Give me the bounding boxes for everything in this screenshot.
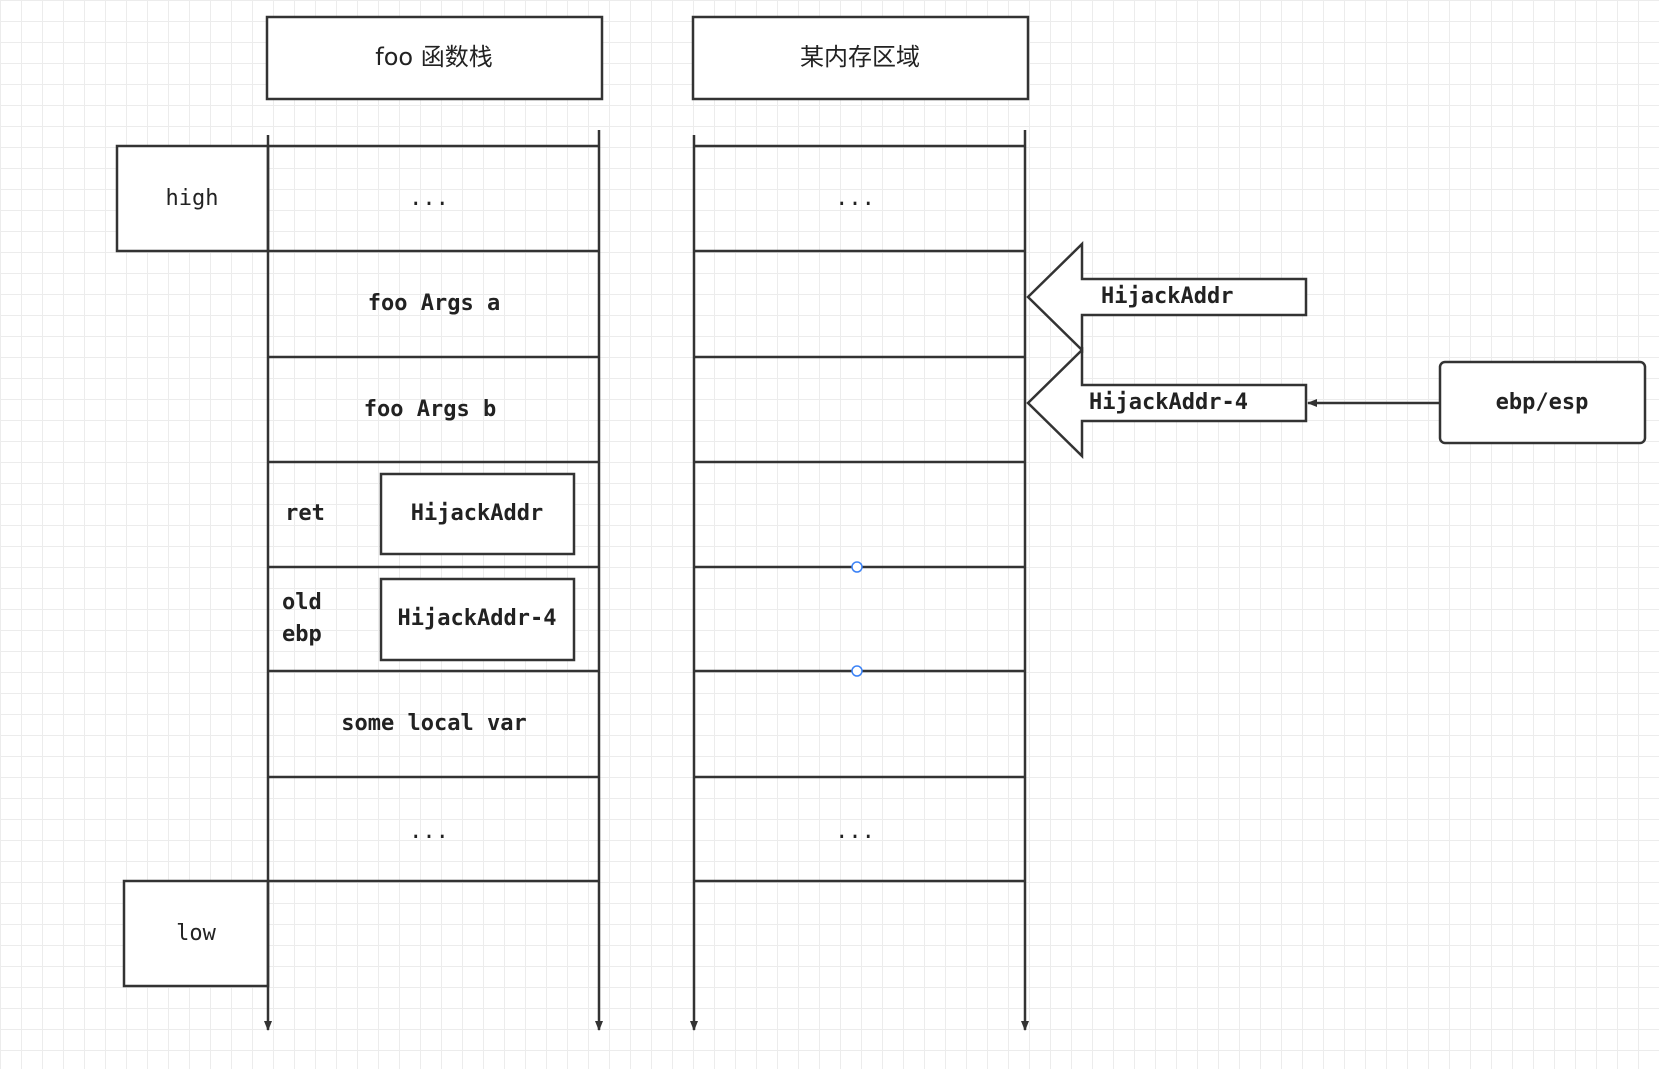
svg-text:low: low [176, 921, 216, 946]
connection-handle[interactable] [851, 561, 863, 573]
svg-text:HijackAddr-4: HijackAddr-4 [1089, 390, 1248, 415]
pointer-arrow-hijack-addr-minus-4: HijackAddr-4 [1026, 347, 1308, 459]
foo-stack-cell-bottom-ellipsis: ... [409, 819, 449, 844]
low-address-label: low [122, 879, 270, 988]
foo-stack-cell-top-ellipsis: ... [409, 186, 449, 211]
svg-text:HijackAddr-4: HijackAddr-4 [398, 606, 557, 631]
foo-stack-header: foo 函数栈 [265, 15, 604, 101]
memory-region-axes [690, 130, 1029, 1031]
pointer-arrow-hijack-addr: HijackAddr [1026, 241, 1308, 353]
old-ebp-label-line1: old [282, 590, 322, 615]
svg-text:foo 函数栈: foo 函数栈 [375, 43, 492, 71]
foo-stack-cell-args-b: foo Args b [364, 397, 496, 422]
svg-text:HijackAddr: HijackAddr [1101, 284, 1233, 309]
svg-text:high: high [166, 186, 219, 211]
svg-text:某内存区域: 某内存区域 [800, 43, 920, 71]
ret-value-box: HijackAddr [379, 472, 576, 556]
old-ebp-value-box: HijackAddr-4 [379, 577, 576, 662]
foo-stack-cell-args-a: foo Args a [368, 291, 500, 316]
memory-region-header: 某内存区域 [691, 15, 1030, 101]
high-address-label: high [115, 144, 270, 253]
foo-stack-row-separators [268, 144, 599, 883]
foo-stack-cell-local-var: some local var [341, 711, 526, 736]
ebp-esp-register-box: ebp/esp [1438, 360, 1647, 445]
old-ebp-label-line2: ebp [282, 622, 322, 647]
svg-text:HijackAddr: HijackAddr [411, 501, 543, 526]
memory-region-row-separators [694, 144, 1025, 883]
memory-region-cell-bottom-ellipsis: ... [835, 819, 875, 844]
svg-text:ebp/esp: ebp/esp [1496, 390, 1589, 415]
memory-region-cell-top-ellipsis: ... [835, 186, 875, 211]
connection-handle[interactable] [851, 665, 863, 677]
ret-label: ret [285, 501, 325, 526]
